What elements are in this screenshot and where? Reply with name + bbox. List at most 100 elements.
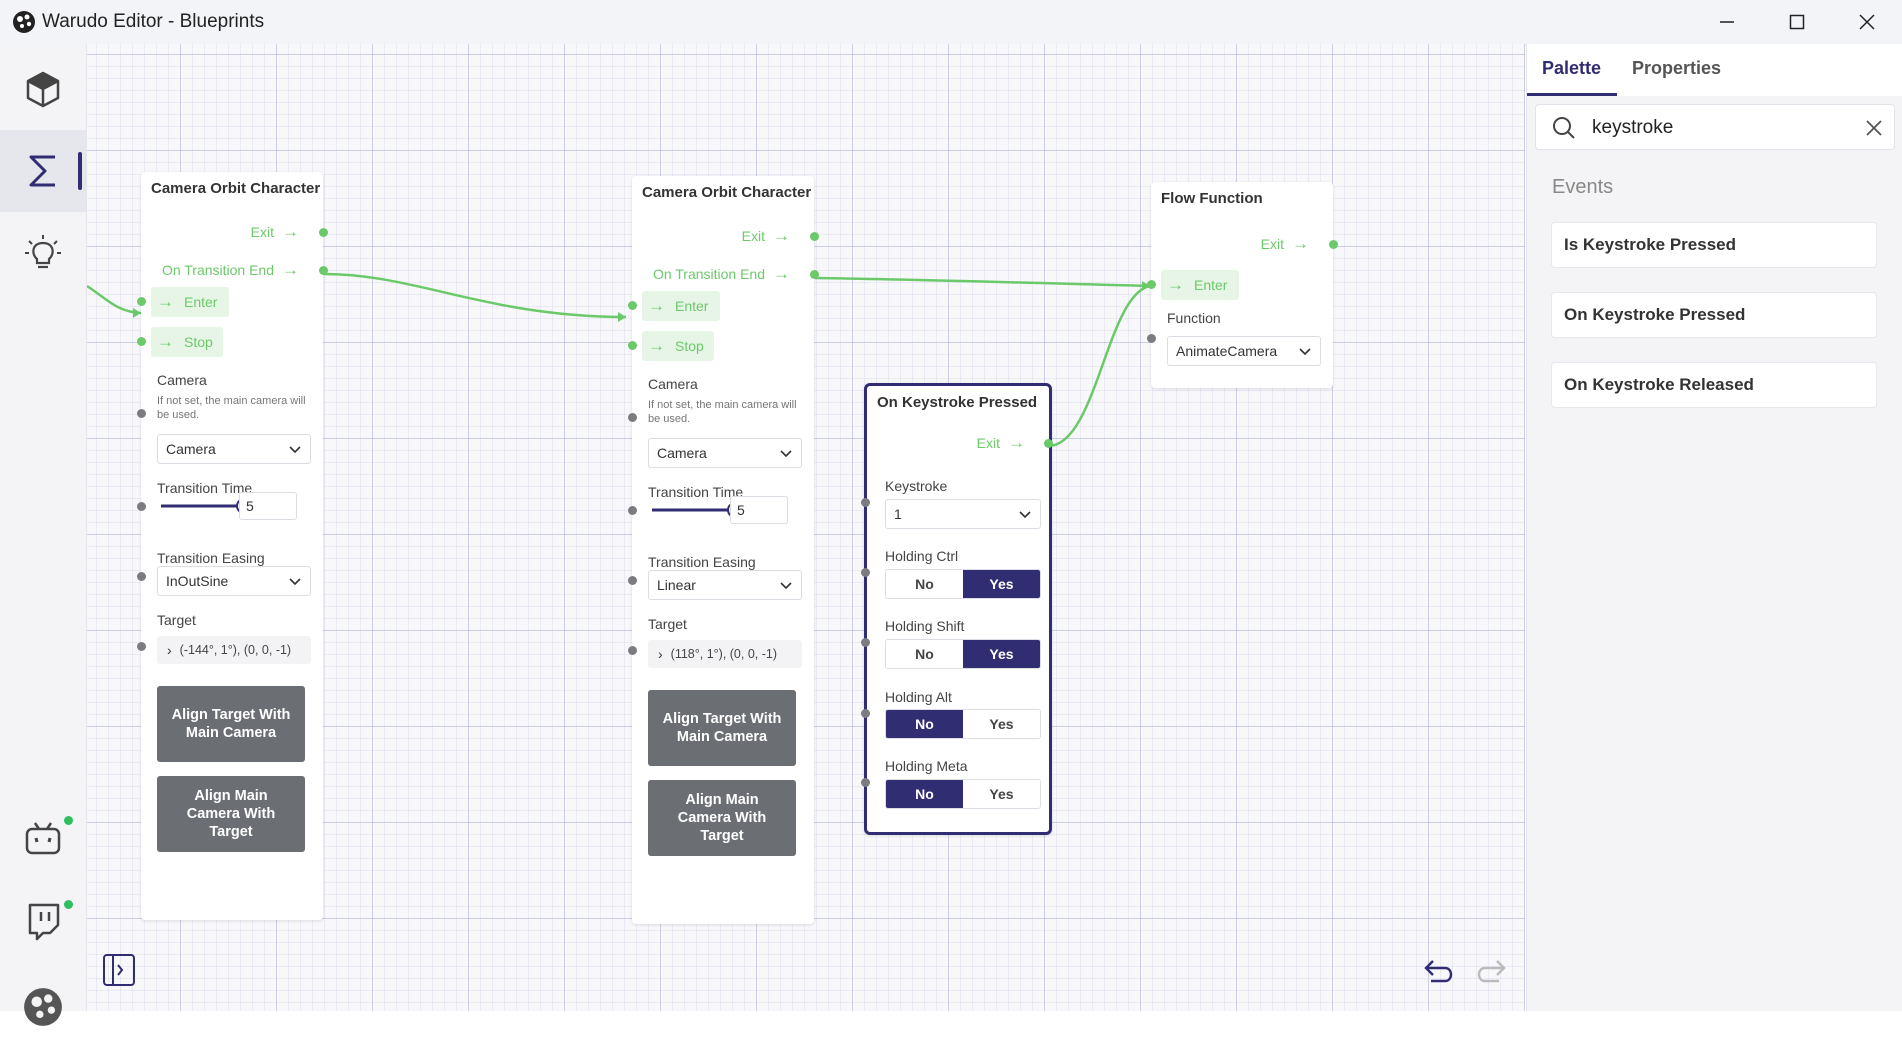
output-exit[interactable]: Exit→ xyxy=(251,222,323,242)
toggle-no[interactable]: No xyxy=(886,640,963,668)
align-target-button[interactable]: Align Target With Main Camera xyxy=(648,690,796,766)
blueprint-canvas[interactable]: Camera Orbit Character Exit→ On Transiti… xyxy=(87,44,1525,1011)
output-exit[interactable]: Exit→ xyxy=(977,433,1049,453)
data-port-dot[interactable] xyxy=(861,638,870,647)
input-port-dot[interactable] xyxy=(1147,280,1156,289)
output-port-dot[interactable] xyxy=(810,270,819,279)
palette-item[interactable]: On Keystroke Pressed xyxy=(1551,292,1877,338)
transition-easing-dropdown[interactable]: InOutSine xyxy=(157,566,311,596)
function-dropdown[interactable]: AnimateCamera xyxy=(1167,336,1321,366)
data-port-dot[interactable] xyxy=(137,572,146,581)
transition-time-label: Transition Time xyxy=(648,484,744,500)
input-port-dot[interactable] xyxy=(137,337,146,346)
search-input[interactable]: keystroke xyxy=(1592,117,1674,138)
node-camera-orbit-character-2[interactable]: Camera Orbit Character Exit→ On Transiti… xyxy=(628,176,819,924)
transition-time-input[interactable]: 5 xyxy=(239,492,297,520)
toggle-yes[interactable]: Yes xyxy=(963,640,1040,668)
sidebar-item-ideas[interactable] xyxy=(0,212,86,294)
clear-search-icon[interactable] xyxy=(1866,120,1882,136)
align-main-camera-button[interactable]: Align Main Camera With Target xyxy=(648,780,796,856)
align-main-camera-button[interactable]: Align Main Camera With Target xyxy=(157,776,305,852)
palette-item[interactable]: Is Keystroke Pressed xyxy=(1551,222,1877,268)
input-port-dot[interactable] xyxy=(137,297,146,306)
output-on-transition-end[interactable]: On Transition End→ xyxy=(162,260,323,280)
data-port-dot[interactable] xyxy=(628,506,637,515)
sidebar-item-warudo[interactable] xyxy=(0,966,86,1048)
redo-button[interactable] xyxy=(1473,954,1509,988)
input-enter[interactable]: →Enter xyxy=(1161,270,1239,300)
data-port-dot[interactable] xyxy=(861,778,870,787)
title-bar: Warudo Editor - Blueprints xyxy=(0,0,1902,45)
function-label: Function xyxy=(1167,310,1221,326)
dropdown-value: Camera xyxy=(657,445,707,461)
data-port-dot[interactable] xyxy=(628,576,637,585)
node-flow-function[interactable]: Flow Function Exit→ →Enter Function Anim… xyxy=(1147,182,1338,388)
data-port-dot[interactable] xyxy=(861,709,870,718)
close-window-button[interactable] xyxy=(1832,0,1902,44)
camera-dropdown[interactable]: Camera xyxy=(157,434,311,464)
data-port-dot[interactable] xyxy=(137,409,146,418)
data-port-dot[interactable] xyxy=(861,568,870,577)
palette-item[interactable]: On Keystroke Released xyxy=(1551,362,1877,408)
sidebar-item-scene[interactable] xyxy=(0,48,86,130)
input-port-dot[interactable] xyxy=(628,341,637,350)
input-enter[interactable]: →Enter xyxy=(642,291,720,321)
wire-keystroke-flow xyxy=(1048,284,1151,448)
input-stop[interactable]: →Stop xyxy=(151,327,223,357)
search-box[interactable]: keystroke xyxy=(1535,104,1895,150)
node-title: Flow Function xyxy=(1161,190,1263,207)
camera-hint: If not set, the main camera will be used… xyxy=(648,399,797,425)
arrow-right-icon: → xyxy=(157,332,174,351)
output-exit[interactable]: Exit→ xyxy=(742,226,814,246)
target-value[interactable]: ›(-144°, 1°), (0, 0, -1) xyxy=(157,636,311,664)
node-on-keystroke-pressed[interactable]: On Keystroke Pressed Exit→ Keystroke 1 H… xyxy=(861,383,1053,835)
align-target-button[interactable]: Align Target With Main Camera xyxy=(157,686,305,762)
sidebar-item-bilibili[interactable] xyxy=(0,798,86,880)
output-on-transition-end[interactable]: On Transition End→ xyxy=(653,264,814,284)
toggle-no[interactable]: No xyxy=(886,780,963,808)
input-enter[interactable]: →Enter xyxy=(151,287,229,317)
input-port-dot[interactable] xyxy=(628,301,637,310)
tab-properties[interactable]: Properties xyxy=(1632,58,1722,78)
maximize-button[interactable] xyxy=(1762,0,1832,44)
data-port-dot[interactable] xyxy=(137,502,146,511)
output-port-dot[interactable] xyxy=(319,228,328,237)
sidebar-item-twitch[interactable] xyxy=(0,880,86,962)
output-port-dot[interactable] xyxy=(1329,240,1338,249)
undo-button[interactable] xyxy=(1421,954,1457,988)
output-exit[interactable]: Exit→ xyxy=(1261,234,1333,254)
data-port-dot[interactable] xyxy=(628,413,637,422)
section-heading-events: Events xyxy=(1552,176,1614,198)
output-port-dot[interactable] xyxy=(1044,439,1053,448)
target-value[interactable]: ›(118°, 1°), (0, 0, -1) xyxy=(648,640,802,668)
data-port-dot[interactable] xyxy=(861,498,870,507)
tab-palette[interactable]: Palette xyxy=(1542,58,1602,78)
data-port-dot[interactable] xyxy=(1147,334,1156,343)
arrow-right-icon: → xyxy=(282,260,299,279)
minimize-button[interactable] xyxy=(1692,0,1762,44)
toggle-no[interactable]: No xyxy=(886,710,963,738)
keystroke-dropdown[interactable]: 1 xyxy=(885,499,1041,529)
toggle-no[interactable]: No xyxy=(886,570,963,598)
sidebar-item-blueprints[interactable] xyxy=(0,130,86,212)
output-port-dot[interactable] xyxy=(319,266,328,275)
camera-dropdown[interactable]: Camera xyxy=(648,438,802,468)
arrow-right-icon: → xyxy=(648,336,665,355)
toggle-yes[interactable]: Yes xyxy=(963,570,1040,598)
chevron-right-icon: › xyxy=(167,642,172,658)
transition-time-input[interactable]: 5 xyxy=(730,496,788,524)
data-port-dot[interactable] xyxy=(137,642,146,651)
output-label: Exit xyxy=(741,228,765,244)
toggle-yes[interactable]: Yes xyxy=(963,780,1040,808)
transition-easing-dropdown[interactable]: Linear xyxy=(648,570,802,600)
toggle-yes[interactable]: Yes xyxy=(963,710,1040,738)
input-stop[interactable]: →Stop xyxy=(642,331,714,361)
node-camera-orbit-character-1[interactable]: Camera Orbit Character Exit→ On Transiti… xyxy=(137,172,328,920)
toggle-sidebar-button[interactable] xyxy=(101,952,137,988)
data-port-dot[interactable] xyxy=(628,646,637,655)
output-port-dot[interactable] xyxy=(810,232,819,241)
